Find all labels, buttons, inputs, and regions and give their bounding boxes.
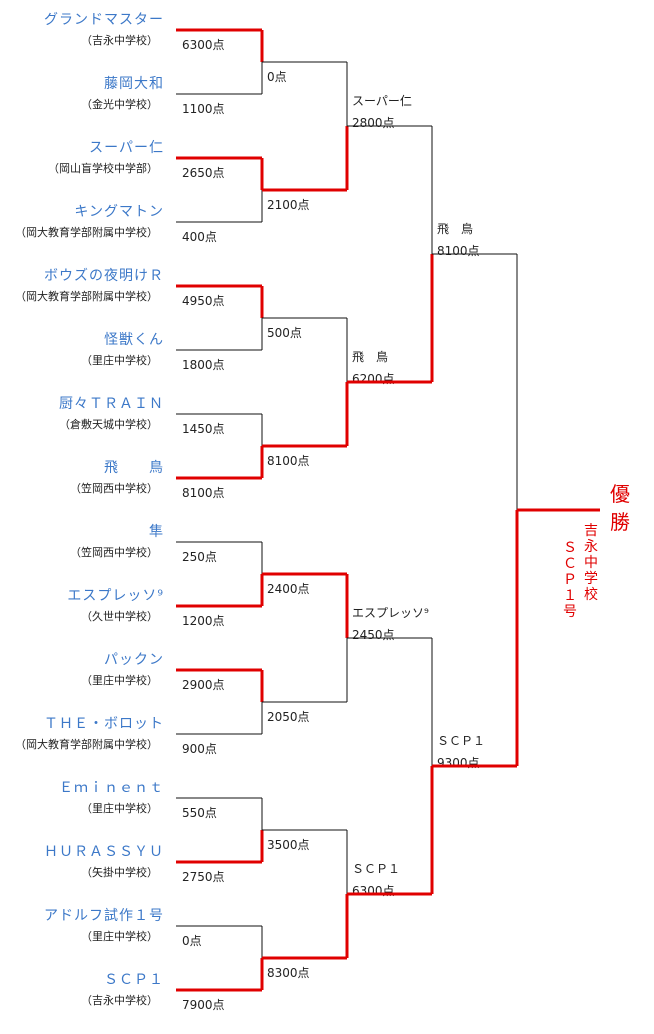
team-name: アドルフ試作１号 [44, 908, 164, 924]
team-school: （岡大教育学部附属中学校） [15, 289, 158, 303]
team-school: （里庄中学校） [81, 801, 158, 815]
round1-score: 1800点 [182, 358, 225, 372]
round4-score: 8100点 [437, 244, 480, 258]
team-name: 怪獣くん [104, 332, 164, 348]
round3-name: スーパー仁 [352, 94, 412, 108]
team-school: （矢掛中学校） [81, 865, 158, 879]
team-school: （里庄中学校） [81, 353, 158, 367]
team-name: Ｅｍｉｎｅｎｔ [59, 780, 164, 796]
round2-score: 2400点 [267, 582, 310, 596]
team-school: （吉永中学校） [81, 993, 158, 1007]
round2-score: 3500点 [267, 838, 310, 852]
champion-team-char: Ｃ [563, 556, 577, 572]
round3-score: 2450点 [352, 628, 395, 642]
team-school: （吉永中学校） [81, 33, 158, 47]
round1-score: 550点 [182, 806, 217, 820]
round4-score: 9300点 [437, 756, 480, 770]
team-name: ＳＣＰ１ [104, 972, 164, 988]
round1-score: 4950点 [182, 294, 225, 308]
round1-score: 6300点 [182, 38, 225, 52]
round2-score: 2100点 [267, 198, 310, 212]
round2-score: 8100点 [267, 454, 310, 468]
champion-team-char: １ [563, 588, 577, 604]
round3-score: 6200点 [352, 372, 395, 386]
round2-score: 8300点 [267, 966, 310, 980]
team-name: キングマトン [74, 204, 164, 220]
round3-score: 2800点 [352, 116, 395, 130]
team-school: （久世中学校） [81, 609, 158, 623]
champion-school-char: 吉 [584, 523, 598, 539]
champion-label-char: 優 [610, 482, 630, 506]
team-name: ＨＵＲＡＳＳＹＵ [44, 844, 164, 860]
champion-team-char: 号 [563, 604, 577, 620]
round1-score: 1100点 [182, 102, 225, 116]
champion-school-char: 学 [584, 571, 598, 587]
champion-team-char: Ｓ [563, 540, 577, 556]
champion-team-char: Ｐ [563, 572, 577, 588]
team-name: ＴＨＥ・ボロット [44, 716, 164, 732]
team-school: （金光中学校） [81, 97, 158, 111]
champion-school-char: 校 [584, 586, 598, 603]
team-school: （里庄中学校） [81, 673, 158, 687]
champion-school-char: 中 [584, 555, 598, 571]
round1-score: 900点 [182, 742, 217, 756]
round3-name: 飛 鳥 [352, 349, 388, 364]
champion-school-char: 永 [584, 539, 598, 555]
round2-score: 0点 [267, 70, 287, 84]
round3-score: 6300点 [352, 884, 395, 898]
team-name: グランドマスター [44, 12, 164, 28]
champion-label-char: 勝 [610, 510, 630, 534]
team-name: スーパー仁 [89, 140, 164, 156]
team-name: エスプレッソ⁹ [67, 588, 164, 604]
team-name: 厨々ＴＲＡＩＮ [59, 396, 164, 412]
round2-score: 2050点 [267, 710, 310, 724]
round4-name: ＳＣＰ１ [437, 734, 485, 748]
round1-score: 250点 [182, 550, 217, 564]
round1-score: 400点 [182, 230, 217, 244]
round1-score: 2750点 [182, 870, 225, 884]
team-name: 隼 [149, 524, 164, 540]
round3-name: エスプレッソ⁹ [352, 606, 429, 620]
round1-score: 8100点 [182, 486, 225, 500]
team-school: （岡大教育学部附属中学校） [15, 225, 158, 239]
team-school: （笠岡西中学校） [70, 545, 158, 559]
round1-score: 2650点 [182, 166, 225, 180]
team-school: （笠岡西中学校） [70, 481, 158, 495]
round1-score: 1450点 [182, 422, 225, 436]
round4-name: 飛 鳥 [437, 221, 473, 236]
round3-name: ＳＣＰ１ [352, 862, 400, 876]
round1-score: 1200点 [182, 614, 225, 628]
round1-score: 2900点 [182, 678, 225, 692]
team-school: （里庄中学校） [81, 929, 158, 943]
round2-score: 500点 [267, 326, 302, 340]
round1-score: 0点 [182, 934, 202, 948]
round1-score: 7900点 [182, 998, 225, 1012]
team-name: ボウズの夜明けＲ [44, 268, 164, 284]
team-school: （岡山盲学校中学部） [48, 161, 158, 175]
team-name: パックン [104, 652, 164, 668]
team-school: （倉敷天城中学校） [59, 417, 158, 431]
team-name: 飛 鳥 [104, 460, 164, 476]
team-name: 藤岡大和 [104, 76, 164, 92]
team-school: （岡大教育学部附属中学校） [15, 737, 158, 751]
